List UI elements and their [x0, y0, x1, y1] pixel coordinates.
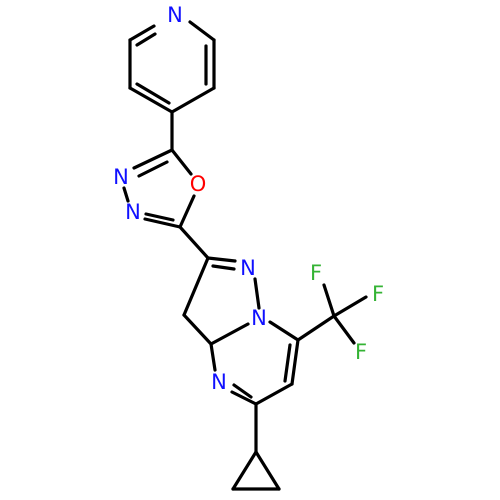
bond-oxadiazole-n3-c2-inner: [137, 160, 169, 178]
bond-cf3-f3: [332, 314, 356, 345]
bond-c7-cf3: [296, 314, 336, 342]
bond-pyrazole-c2-n1-inner: [211, 264, 236, 271]
bond-cyclopropyl-c1-c2: [231, 450, 258, 491]
atom-n-bridgehead: N: [251, 306, 267, 330]
bond-oxadiazole-c5-n4-inner: [144, 212, 175, 222]
atom-n-oxadiazole-4: N: [125, 200, 141, 224]
bond-pyridine-c4-c5: [128, 86, 174, 114]
bond-pyrimidine-c7-c6: [290, 338, 300, 386]
bond-pyrimidine-c6-c5: [254, 382, 294, 406]
atom-n-pyrimidine-4: N: [211, 370, 227, 394]
bond-pyrazole-c2-n1: [206, 256, 237, 263]
bond-cf3-f2: [332, 295, 368, 318]
bond-oxadiazole-n3-c2: [132, 148, 174, 170]
bond-oxadiazole-c2-o: [170, 148, 193, 176]
bond-pyrimidine-c7-c6-inner: [283, 343, 292, 383]
bond-cf3-f1: [322, 283, 336, 318]
bond-pyrimidine-c5-n4-inner: [232, 383, 253, 399]
bond-pyrimidine-n4-c3a: [209, 342, 217, 372]
atom-n-oxadiazole-3: N: [113, 165, 129, 189]
bond-pyrazole-c3a-c3: [182, 313, 213, 346]
bond-pyrimidine-n7a-c7: [268, 320, 300, 342]
bond-oxadiazole-n4-n3: [122, 186, 130, 203]
bond-cyclopropyl-c3-c1: [254, 450, 281, 491]
bonds: [122, 20, 368, 491]
atom-n-pyrazole-1: N: [240, 256, 256, 280]
bond-oxadiazole-c5-n4: [143, 217, 182, 229]
bond-oxadiazole-pyrazole: [178, 225, 210, 260]
bond-pyrazole-n1-n7a: [253, 277, 261, 310]
bond-pyridine-c6-n: [128, 24, 156, 42]
bond-pyridine-c4-c5-inner: [135, 82, 171, 105]
atom-f-1: F: [310, 261, 322, 285]
bond-pyridine-n-c2: [188, 20, 216, 42]
atom-f-2: F: [372, 282, 384, 306]
bond-oxadiazole-o-c5: [178, 194, 196, 229]
atom-f-3: F: [355, 340, 367, 364]
bond-pyrazole-c3-c2: [182, 256, 210, 317]
bond-pyridine-c6-n-inner: [135, 32, 157, 47]
bond-pyrazole-n7a-c3a: [209, 322, 250, 346]
atom-labels: N O N N N N N F F F: [113, 3, 384, 394]
bond-pyrimidine-c5-n4: [230, 390, 258, 406]
atom-n-pyridine: N: [167, 3, 183, 27]
bond-pyridine-c3-c4: [170, 86, 216, 114]
atom-o-oxadiazole: O: [190, 172, 207, 196]
